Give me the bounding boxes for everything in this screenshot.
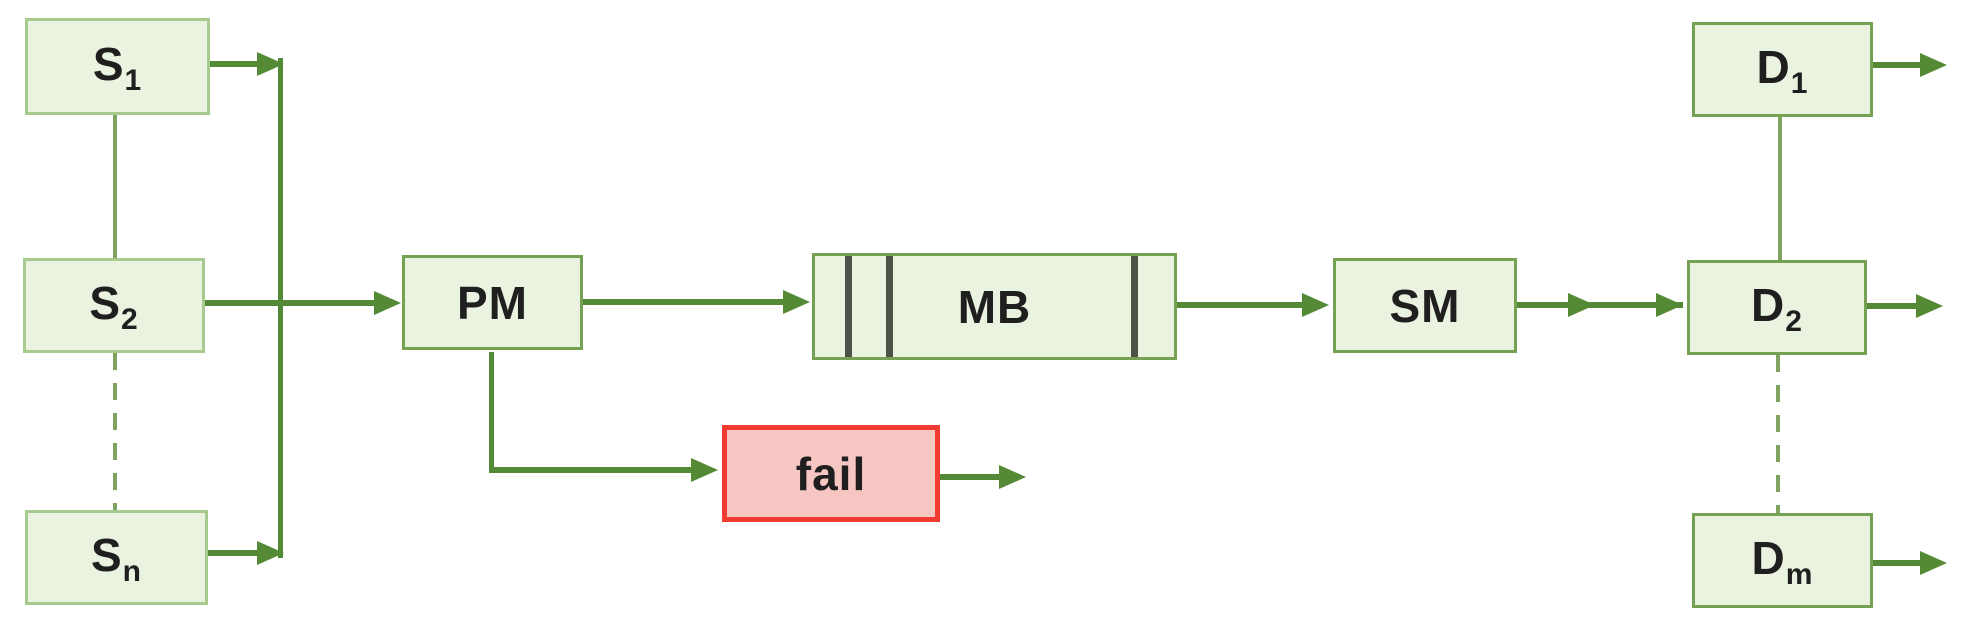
arrow-d2-out-line [1867, 303, 1919, 309]
node-destination-2: D2 [1687, 260, 1867, 355]
arrow-dm-out-line [1873, 560, 1923, 566]
node-source-n-label: Sn [90, 529, 142, 588]
arrow-pm-to-fail-head [691, 458, 718, 482]
arrow-s1-to-bus-line [210, 61, 260, 67]
arrow-sm-to-d2-line [1517, 302, 1683, 308]
node-source-1: S1 [25, 18, 210, 115]
arrow-s2-to-pm-line [205, 300, 377, 306]
arrow-dm-out-head [1920, 551, 1947, 575]
source-bus-line [278, 58, 283, 558]
node-source-n: Sn [25, 510, 208, 605]
node-fail-label: fail [795, 447, 867, 500]
queue-slot-icon [1131, 256, 1138, 357]
arrow-d1-out-line [1873, 62, 1923, 68]
node-fail: fail [722, 425, 940, 522]
arrow-sm-to-d2-midhead [1568, 293, 1595, 317]
arrow-pm-to-mb-head [783, 290, 810, 314]
arrow-pm-to-fail-hline [489, 467, 694, 473]
arrow-d2-out-head [1916, 294, 1943, 318]
arrow-mb-to-sm-line [1177, 302, 1305, 308]
node-sm: SM [1333, 258, 1517, 353]
node-destination-1: D1 [1692, 22, 1873, 117]
queue-slot-icon [886, 256, 893, 357]
arrow-sm-to-d2-head [1656, 293, 1683, 317]
arrow-s1-to-bus-head [257, 52, 284, 76]
arrow-d1-out-head [1920, 53, 1947, 77]
arrow-sn-to-bus-head [257, 541, 284, 565]
node-pm: PM [402, 255, 583, 350]
node-source-2: S2 [23, 258, 205, 353]
node-sm-label: SM [1389, 279, 1461, 332]
link-s2-sn-dashed [113, 353, 117, 512]
queue-slot-icon [845, 256, 852, 357]
node-source-1-label: S1 [92, 38, 143, 97]
arrow-mb-to-sm-head [1302, 293, 1329, 317]
arrow-sn-to-bus-line [208, 550, 260, 556]
node-mb-label: MB [957, 280, 1032, 333]
node-destination-2-label: D2 [1751, 279, 1803, 338]
node-source-2-label: S2 [89, 277, 139, 336]
node-pm-label: PM [457, 276, 528, 329]
node-destination-1-label: D1 [1756, 41, 1809, 100]
node-destination-m: Dm [1692, 513, 1873, 608]
arrow-s2-to-pm-head [374, 291, 401, 315]
arrow-pm-to-fail-vline [489, 352, 494, 473]
arrow-fail-out-line [940, 474, 1002, 480]
arrow-fail-out-head [999, 465, 1026, 489]
link-d2-dm-dashed [1776, 355, 1780, 515]
node-destination-m-label: Dm [1751, 532, 1814, 591]
link-s1-s2 [113, 115, 117, 260]
link-d1-d2 [1778, 117, 1782, 262]
arrow-pm-to-mb-line [583, 299, 786, 305]
node-mb-queue: MB [812, 253, 1177, 360]
